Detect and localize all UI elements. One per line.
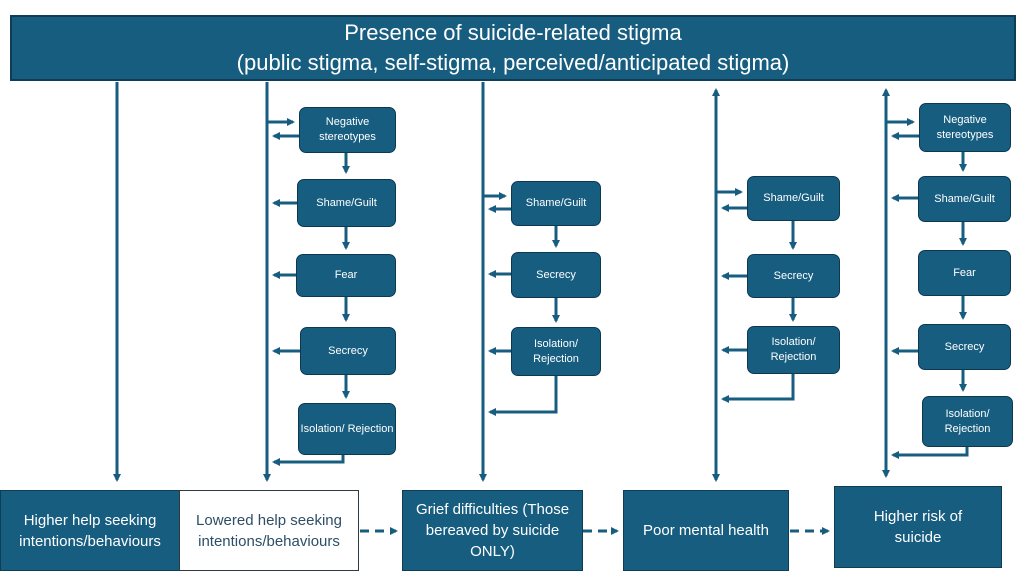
outcome-grief-difficulties: Grief difficulties (Those bereaved by su… bbox=[402, 490, 583, 571]
col1-fear: Fear bbox=[296, 254, 396, 297]
col3-shame-guilt: Shame/Guilt bbox=[747, 176, 840, 221]
col4-secrecy: Secrecy bbox=[918, 324, 1011, 370]
col3-secrecy: Secrecy bbox=[747, 254, 840, 298]
col1-secrecy: Secrecy bbox=[300, 327, 396, 375]
col1-negative-stereotypes: Negative stereotypes bbox=[299, 107, 396, 153]
stigma-subtitle: (public stigma, self-stigma, perceived/a… bbox=[236, 50, 790, 75]
col4-isolation-rejection: Isolation/ Rejection bbox=[922, 396, 1013, 447]
col3-isolation-rejection: Isolation/ Rejection bbox=[747, 326, 840, 374]
col2-secrecy: Secrecy bbox=[511, 252, 601, 298]
stigma-header-box: Presence of suicide-related stigma (publ… bbox=[10, 15, 1016, 81]
outcome-poor-mental-health: Poor mental health bbox=[623, 490, 789, 571]
col1-shame-guilt: Shame/Guilt bbox=[297, 179, 396, 227]
col4-negative-stereotypes: Negative stereotypes bbox=[919, 103, 1011, 152]
col2-isolation-rejection: Isolation/ Rejection bbox=[511, 327, 601, 376]
outcome-lowered-help-seeking: Lowered help seeking intentions/behaviou… bbox=[179, 490, 359, 571]
stigma-title: Presence of suicide-related stigma bbox=[344, 20, 682, 45]
col1-isolation-rejection: Isolation/ Rejection bbox=[298, 403, 396, 455]
col4-fear: Fear bbox=[918, 250, 1011, 296]
col2-shame-guilt: Shame/Guilt bbox=[511, 181, 601, 226]
outcome-higher-risk-suicide: Higher risk of suicide bbox=[834, 486, 1002, 568]
col4-shame-guilt: Shame/Guilt bbox=[918, 176, 1011, 222]
outcome-higher-help-seeking: Higher help seeking intentions/behaviour… bbox=[0, 490, 180, 571]
